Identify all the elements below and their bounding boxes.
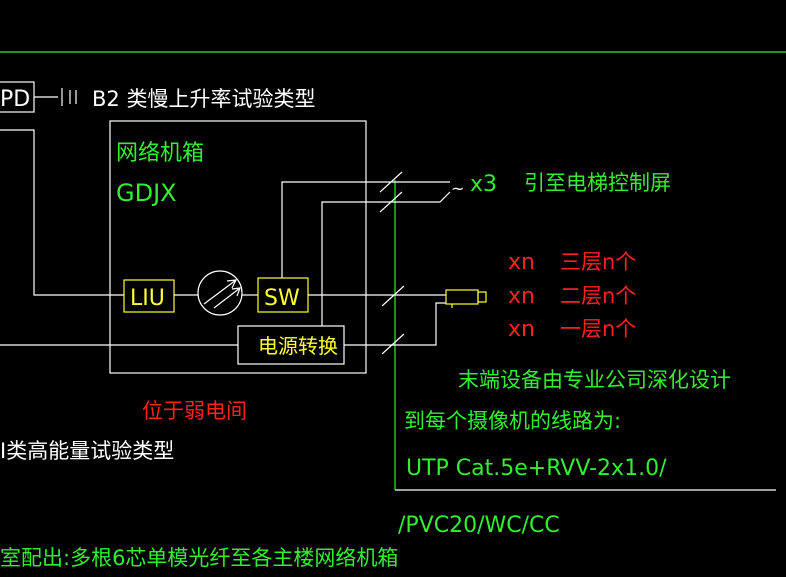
sw-to-elevator-line bbox=[281, 181, 450, 278]
media-converter-icon bbox=[197, 270, 243, 316]
converter-arrow-1-head bbox=[226, 279, 238, 289]
converter-arrow-2 bbox=[213, 287, 241, 309]
power-to-elevator-line bbox=[321, 201, 395, 326]
camera-icon bbox=[445, 289, 479, 305]
fiber-in-line bbox=[0, 129, 124, 296]
cabinet-code: GDJX bbox=[116, 179, 177, 207]
floor-3-label: 三层n个 bbox=[560, 250, 636, 274]
tick-elevator-1 bbox=[379, 171, 403, 193]
class-b2-label: B2 类慢上升率试验类型 bbox=[92, 87, 315, 111]
converter-arrow-1 bbox=[203, 279, 237, 305]
elevator-return-line bbox=[395, 191, 451, 203]
elevator-tilde: ~ bbox=[451, 179, 464, 198]
power-to-camera-line bbox=[344, 302, 446, 346]
camera-lens bbox=[477, 291, 487, 303]
liu-box bbox=[123, 279, 175, 313]
elevator-label: 引至电梯控制屏 bbox=[524, 171, 671, 195]
note-line-4: /PVC20/WC/CC bbox=[398, 513, 560, 538]
elevator-count: x3 bbox=[470, 172, 497, 197]
floor-1-count: xn bbox=[508, 317, 535, 342]
floor-1-label: 一层n个 bbox=[560, 317, 636, 341]
cabinet-name: 网络机箱 bbox=[116, 141, 204, 166]
class-i-label: I类高能量试验类型 bbox=[0, 439, 174, 463]
converter-arrow-2-head bbox=[231, 287, 241, 297]
tick-elevator-2 bbox=[379, 191, 403, 213]
note-line-3: UTP Cat.5e+RVV-2x1.0/ bbox=[406, 456, 667, 481]
tick-camera-1 bbox=[381, 285, 405, 307]
floor-3-count: xn bbox=[508, 250, 535, 275]
note-line-2: 到每个摄像机的线路为: bbox=[404, 409, 621, 433]
power-converter-label: 电源转换 bbox=[258, 334, 338, 358]
liu-label: LIU bbox=[130, 286, 165, 311]
note-line-1: 末端设备由专业公司深化设计 bbox=[458, 368, 731, 392]
bottom-fiber-note: 室配出:多根6芯单模光纤至各主楼网络机箱 bbox=[0, 546, 398, 570]
floor-2-count: xn bbox=[508, 284, 535, 309]
sw-label: SW bbox=[264, 286, 300, 311]
floor-2-label: 二层n个 bbox=[560, 284, 636, 308]
tick-camera-2 bbox=[381, 333, 405, 355]
pd-label: PD bbox=[0, 87, 30, 112]
location-label: 位于弱电间 bbox=[142, 399, 247, 423]
network-cabinet-box bbox=[109, 120, 367, 374]
